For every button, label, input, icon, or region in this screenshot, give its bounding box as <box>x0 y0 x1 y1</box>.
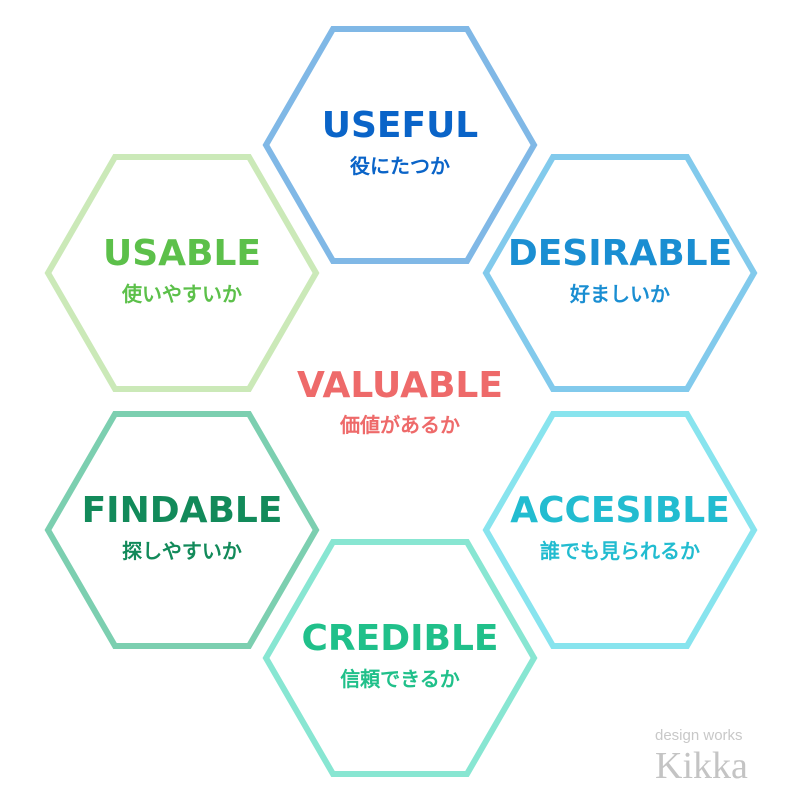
hexagon-findable: FINDABLE 探しやすいか <box>44 411 320 649</box>
hexagon-title: ACCESIBLE <box>510 490 730 531</box>
hexagon-subtitle: 役にたつか <box>350 154 450 178</box>
hexagon-outline <box>44 411 320 649</box>
hexagon-outline <box>262 539 538 777</box>
hexagon-subtitle: 誰でも見られるか <box>540 539 700 563</box>
hexagon-title: USABLE <box>103 233 261 274</box>
hexagon-title: FINDABLE <box>82 490 283 531</box>
center-subtitle: 価値があるか <box>339 413 460 437</box>
hexagon-accesible: ACCESIBLE 誰でも見られるか <box>482 411 758 649</box>
hexagon-outline <box>262 26 538 264</box>
hexagon-title: USEFUL <box>322 105 479 146</box>
hexagon-outline <box>482 411 758 649</box>
hexagon-title: CREDIBLE <box>302 618 499 659</box>
hexagon-title: DESIRABLE <box>508 233 732 274</box>
hexagon-desirable: DESIRABLE 好ましいか <box>482 154 758 392</box>
hexagon-credible: CREDIBLE 信頼できるか <box>262 539 538 777</box>
hexagon-useful: USEFUL 役にたつか <box>262 26 538 264</box>
watermark-logo: Kikka <box>655 745 748 787</box>
hexagon-subtitle: 信頼できるか <box>340 667 460 691</box>
hexagon-subtitle: 使いやすいか <box>121 282 242 306</box>
hexagon-outline <box>44 154 320 392</box>
hexagon-usable: USABLE 使いやすいか <box>44 154 320 392</box>
hexagon-outline <box>482 154 758 392</box>
center-title: VALUABLE <box>297 365 503 406</box>
hexagon-subtitle: 探しやすいか <box>122 539 242 563</box>
watermark-line1: design works <box>655 727 743 744</box>
hexagon-subtitle: 好ましいか <box>569 282 670 306</box>
